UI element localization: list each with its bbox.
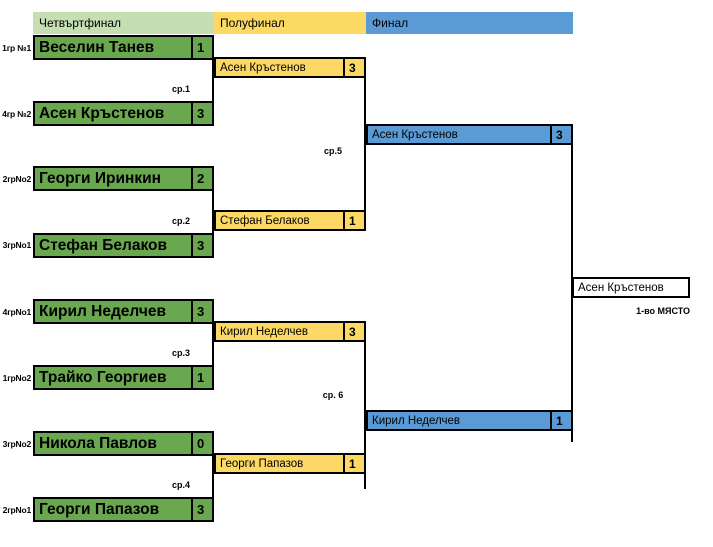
match-slot-qf-4a[interactable]: Никола Павлов 0	[33, 431, 214, 456]
champion-box[interactable]: Асен Кръстенов	[572, 277, 690, 298]
match-slot-final-a[interactable]: Асен Кръстенов 3	[366, 124, 573, 145]
player-name: Трайко Георгиев	[39, 368, 167, 386]
player-score: 3	[191, 301, 212, 322]
player-name: Стефан Белаков	[39, 236, 168, 254]
player-name: Никола Павлов	[39, 434, 157, 452]
seed-label-qf4-bottom: 2грNo1	[2, 505, 32, 515]
player-score: 1	[191, 37, 212, 58]
round-header-quarterfinal-label: Четвъртфинал	[39, 16, 122, 30]
match-slot-final-b[interactable]: Кирил Неделчев 1	[366, 410, 573, 431]
player-score: 1	[550, 412, 571, 429]
player-score: 3	[550, 126, 571, 143]
connector-qf-match1	[212, 58, 214, 126]
player-score: 3	[191, 235, 212, 256]
match-caption-2: ср.2	[171, 216, 190, 226]
round-header-final-label: Финал	[372, 16, 409, 30]
connector-sf-match5	[364, 78, 366, 226]
match-slot-qf-1a[interactable]: Веселин Танев 1	[33, 35, 214, 60]
seed-label-qf2-top: 2грNo2	[2, 174, 32, 184]
connector-qf-match2	[212, 190, 214, 258]
match-slot-qf-2b[interactable]: Стефан Белаков 3	[33, 233, 214, 258]
seed-label-qf4-top: 3грNo2	[2, 439, 32, 449]
round-header-quarterfinal: Четвъртфинал	[33, 12, 214, 34]
match-slot-qf-3b[interactable]: Трайко Георгиев 1	[33, 365, 214, 390]
player-name: Кирил Неделчев	[372, 414, 460, 427]
player-name: Асен Кръстенов	[39, 104, 165, 122]
match-slot-sf-1b[interactable]: Стефан Белаков 1	[214, 210, 366, 231]
player-score: 3	[191, 103, 212, 124]
match-slot-qf-4b[interactable]: Георги Папазов 3	[33, 497, 214, 522]
connector-sf-match6	[364, 341, 366, 489]
round-header-semifinal: Полуфинал	[214, 12, 366, 34]
player-score: 2	[191, 168, 212, 189]
player-score: 1	[343, 455, 364, 472]
champion-place-label: 1-во МЯСТО	[636, 306, 690, 316]
match-slot-qf-1b[interactable]: Асен Кръстенов 3	[33, 101, 214, 126]
match-slot-qf-3a[interactable]: Кирил Неделчев 3	[33, 299, 214, 324]
player-name: Стефан Белаков	[220, 214, 310, 227]
seed-label-qf3-bottom: 1грNo2	[2, 373, 32, 383]
player-score: 3	[343, 323, 364, 340]
match-caption-1: ср.1	[171, 84, 190, 94]
player-score: 3	[343, 59, 364, 76]
match-slot-sf-2b[interactable]: Георги Папазов 1	[214, 453, 366, 474]
player-score: 0	[191, 433, 212, 454]
match-slot-sf-2a[interactable]: Кирил Неделчев 3	[214, 321, 366, 342]
player-name: Георги Папазов	[39, 500, 160, 518]
player-name: Кирил Неделчев	[220, 325, 308, 338]
round-header-final: Финал	[366, 12, 573, 34]
connector-qf-match3	[212, 322, 214, 390]
match-caption-5: ср.5	[323, 146, 342, 156]
player-name: Кирил Неделчев	[39, 302, 167, 320]
match-slot-sf-1a[interactable]: Асен Кръстенов 3	[214, 57, 366, 78]
match-slot-qf-2a[interactable]: Георги Иринкин 2	[33, 166, 214, 191]
player-score: 3	[191, 499, 212, 520]
player-name: Асен Кръстенов	[220, 61, 306, 74]
round-header-semifinal-label: Полуфинал	[220, 16, 285, 30]
player-name: Асен Кръстенов	[372, 128, 458, 141]
seed-label-qf1-top: 1гр №1	[2, 43, 31, 53]
match-caption-6: ср. 6	[322, 390, 344, 400]
champion-name: Асен Кръстенов	[578, 281, 664, 294]
player-name: Веселин Танев	[39, 38, 155, 56]
match-caption-3: ср.3	[171, 348, 190, 358]
player-name: Георги Иринкин	[39, 169, 161, 187]
seed-label-qf1-bottom: 4гр №2	[2, 109, 31, 119]
seed-label-qf3-top: 4грNo1	[2, 307, 32, 317]
player-score: 1	[191, 367, 212, 388]
match-caption-4: ср.4	[171, 480, 190, 490]
connector-qf-match4	[212, 454, 214, 522]
player-score: 1	[343, 212, 364, 229]
player-name: Георги Папазов	[220, 457, 304, 470]
seed-label-qf2-bottom: 3грNo1	[2, 240, 32, 250]
